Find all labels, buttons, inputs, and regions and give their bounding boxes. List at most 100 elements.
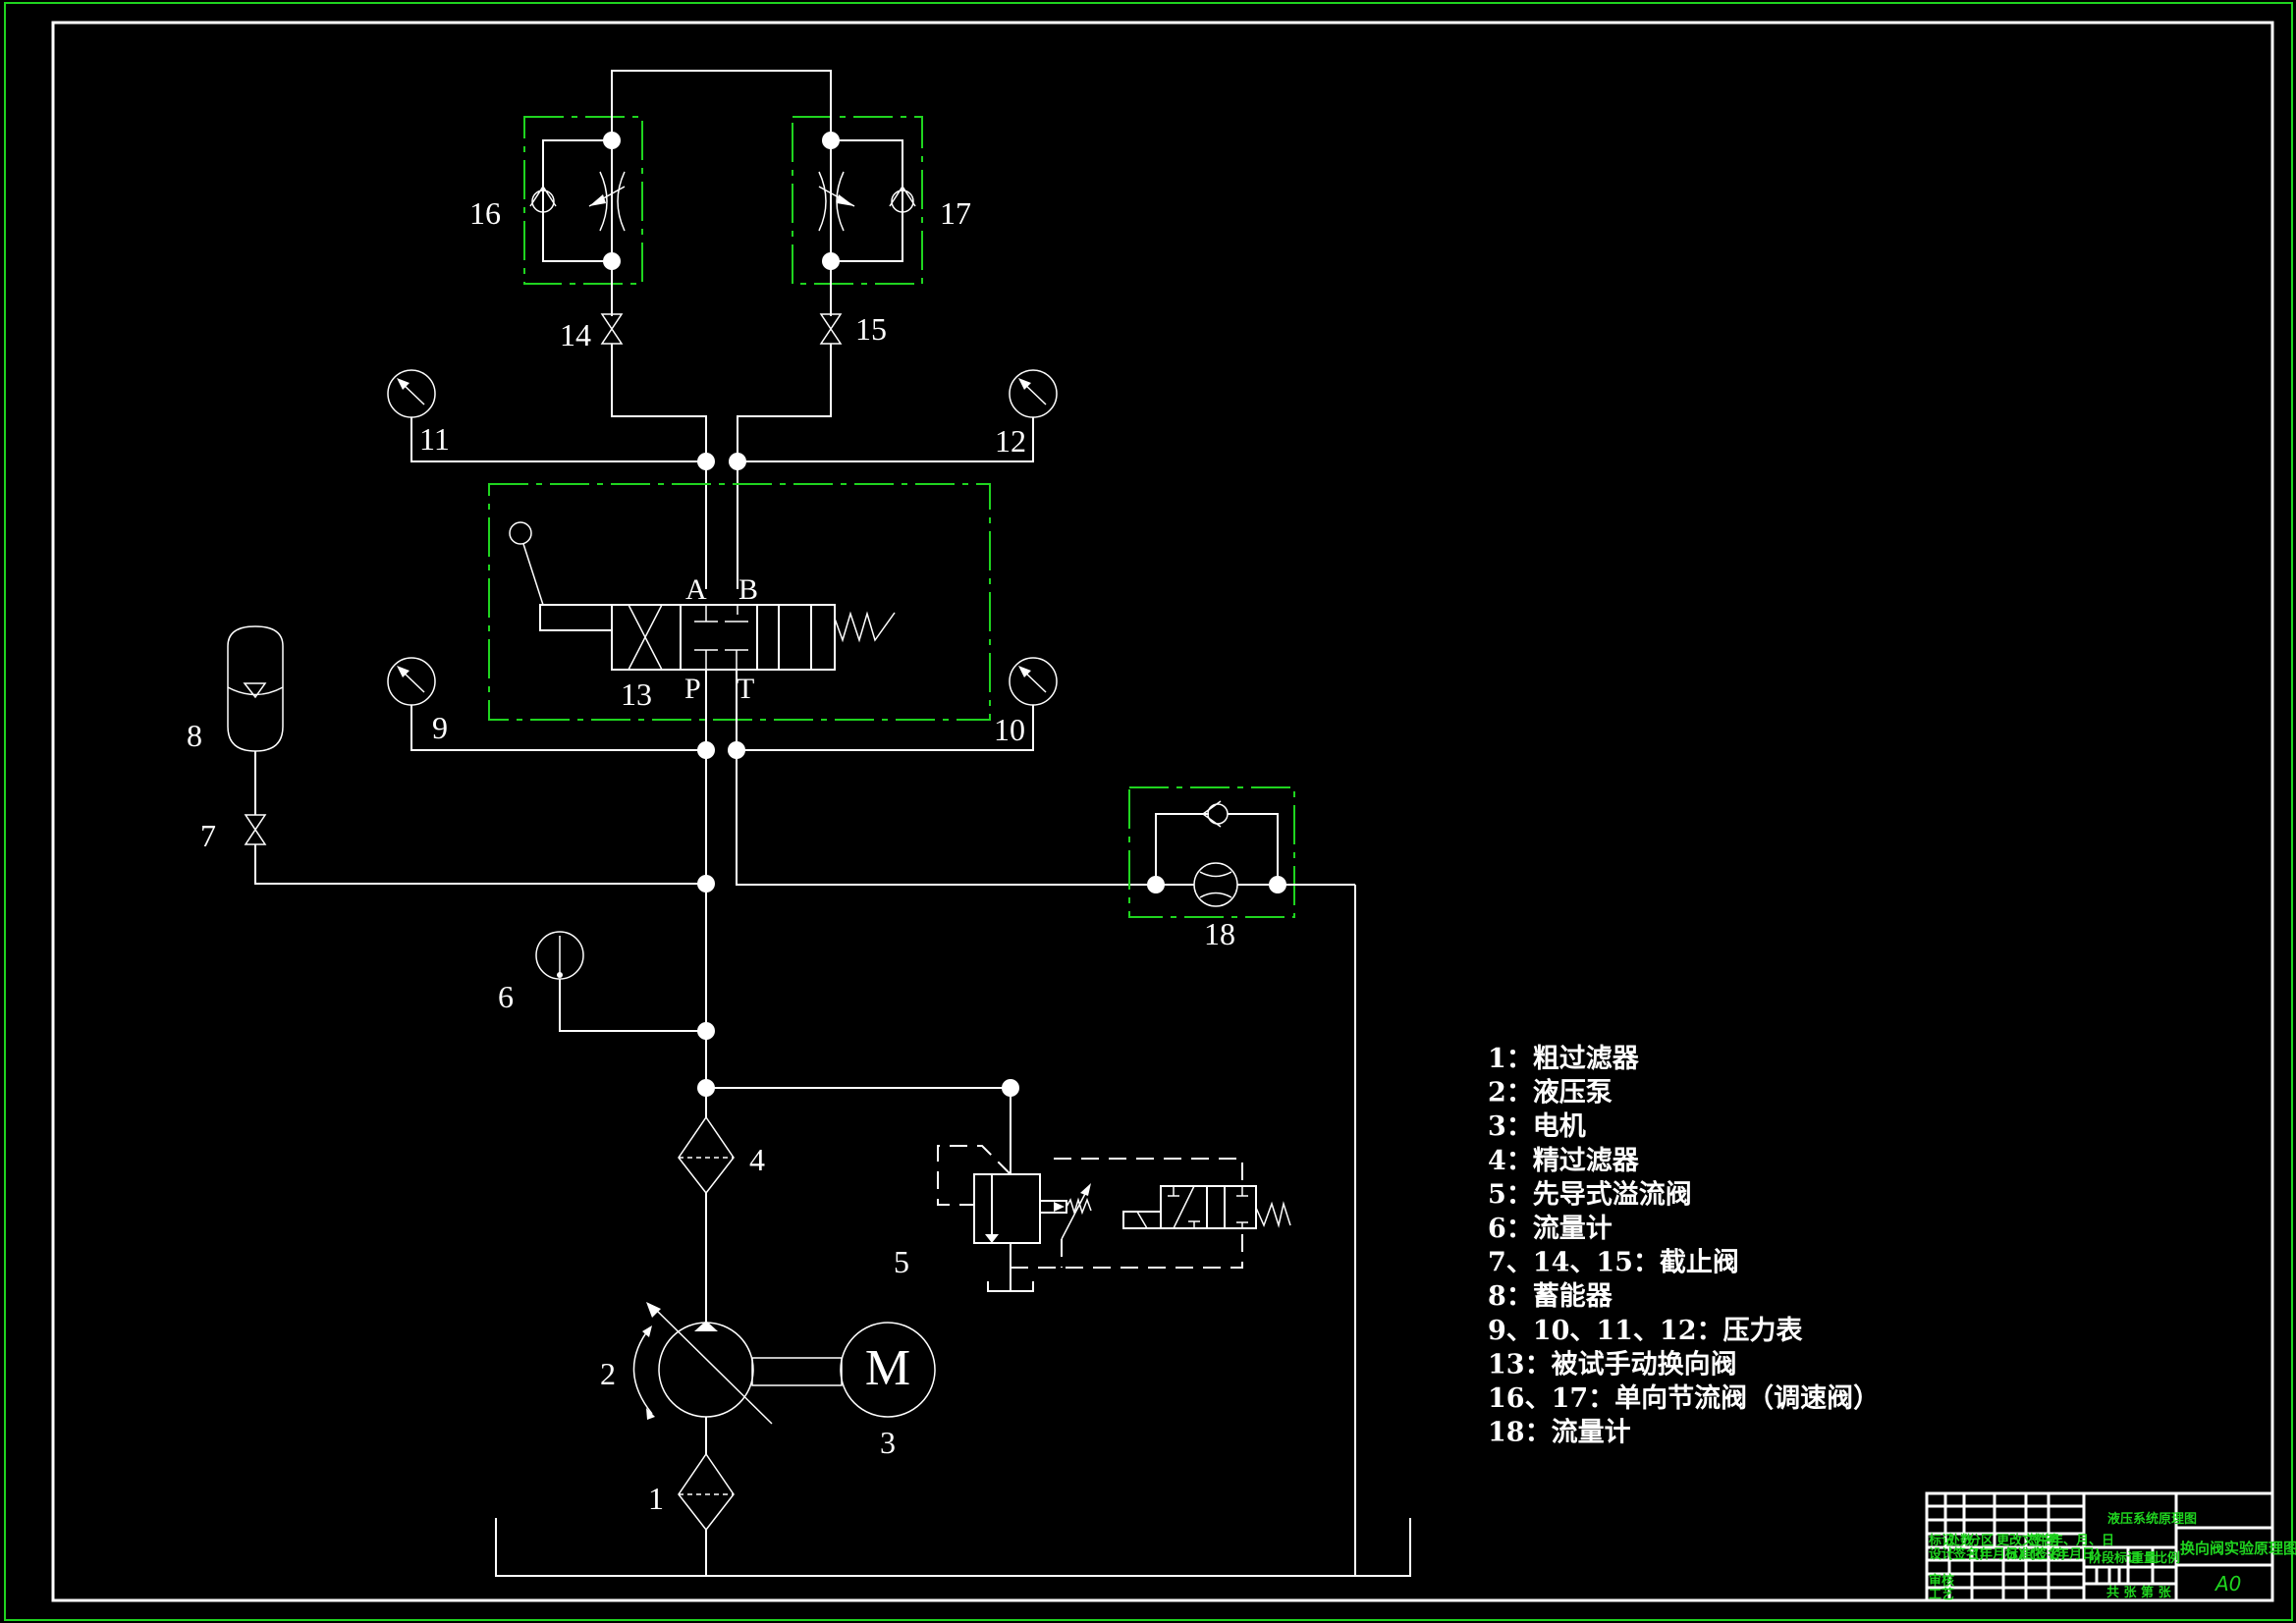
motor-symbol: M [865,1340,910,1396]
tb-stage-mark: 阶段标记 [2089,1550,2140,1566]
junction-dot [1002,1079,1019,1097]
group-box-13 [488,483,991,721]
tb-sheets: 共 张 第 张 [2106,1585,2172,1600]
outer-frame [4,2,2293,1621]
junction-dot [728,741,745,759]
port-a: A [685,573,707,606]
tb-weight: 重量 [2131,1550,2157,1566]
label-18: 18 [1204,916,1235,951]
legend-item: 3：电机 [1488,1111,1586,1142]
legend-item: 7、14、15：截止阀 [1488,1248,1739,1278]
tb-standard-date: (年月日) [2050,1546,2101,1562]
pressure-gauge-11 [387,369,706,462]
junction-dot [822,132,840,149]
junction-dot [1147,876,1165,893]
manual-directional-valve-13 [488,483,991,721]
inner-frame [51,21,2274,1602]
flow-meter-18 [1128,786,1355,918]
tb-process: 工艺 [1929,1587,1954,1602]
tb-design-sign: (签名) [1947,1546,1985,1562]
label-16: 16 [469,195,501,231]
title-block: 标记 处数 分区 更改文件号 签名 年、月、日 设计 (签名) (年月日) 标准… [1915,1491,2296,1602]
junction-dot [1269,876,1286,893]
legend-item: 13：被试手动换向阀 [1488,1348,1737,1380]
check-valve-icon [889,185,916,213]
label-9: 9 [432,710,448,745]
tb-standard: 标准化 [2004,1546,2044,1562]
junction-dot [697,741,715,759]
junction-dot [697,1022,715,1040]
tb-header-sign: 签名 [2028,1533,2054,1548]
shutoff-valve-14 [600,313,624,345]
port-b: B [738,573,758,606]
shutoff-valve-7 [244,814,267,845]
legend-item: 1：粗过滤器 [1488,1044,1640,1074]
lever-knob-icon [509,521,532,545]
accumulator-8 [227,625,284,752]
tb-scale: 比例 [2155,1550,2180,1566]
label-12: 12 [995,423,1026,459]
group-box-17 [792,116,923,285]
junction-dot [729,453,746,470]
pressure-gauge-12 [738,369,1058,462]
group-box-18 [1128,786,1295,918]
tb-review: 审核 [1929,1573,1954,1589]
accumulator-pipe [254,844,706,885]
shutoff-valve-15 [819,313,843,345]
label-4: 4 [749,1142,765,1177]
label-6: 6 [498,979,514,1014]
tb-design: 设计 [1929,1546,1954,1562]
tb-header-zone: 分区 [1968,1533,1994,1548]
junction-dot [697,875,715,893]
legend-item: 2：液压泵 [1488,1078,1613,1109]
legend-item: 16、17：单向节流阀（调速阀） [1488,1382,1880,1414]
oil-tank [495,1518,1411,1577]
legend-item: 8：蓄能器 [1488,1280,1613,1312]
tb-header-mark: 标记 [1928,1533,1954,1548]
spring-icon [834,611,896,643]
tb-drawing-name: 换向阀实验原理图 [2180,1540,2296,1557]
label-5: 5 [894,1244,909,1279]
spring-icon [1255,1201,1291,1228]
group-box-16 [523,116,643,285]
pressure-gauge-10 [737,657,1058,751]
return-line [736,670,1149,886]
label-3: 3 [880,1425,896,1460]
label-14: 14 [560,317,591,352]
junction-dot [603,252,621,270]
top-loop-pipe [611,70,832,91]
tb-header-count: 处数 [1946,1533,1974,1548]
label-15: 15 [855,311,887,347]
legend-item: 6：流量计 [1488,1214,1613,1244]
check-valve-icon [1201,800,1229,828]
label-7: 7 [200,818,216,853]
one-way-throttle-valve-17 [792,91,923,316]
legend-item: 9、10、11、12：压力表 [1488,1316,1803,1346]
label-8: 8 [187,718,202,753]
tb-system-name: 液压系统原理图 [2107,1511,2197,1527]
motor-3: M [840,1322,936,1418]
junction-dot [697,1079,715,1097]
label-13: 13 [621,676,652,712]
variable-pump-2 [632,1302,773,1425]
tb-standard-sign: (签名) [2029,1546,2066,1562]
coarse-filter-1 [678,1452,735,1532]
variable-throttle-icon [588,171,626,232]
pipe-a [611,344,707,589]
legend-item: 5：先导式溢流阀 [1488,1179,1692,1210]
tb-header-change: 更改文件号 [1996,1533,2060,1548]
tb-design-date: (年月日) [1974,1546,2024,1562]
one-way-throttle-valve-16 [523,91,643,316]
label-10: 10 [994,712,1025,747]
junction-dot [603,132,621,149]
legend-item: 18：流量计 [1488,1418,1631,1448]
fine-filter-4 [678,1115,735,1195]
label-1: 1 [648,1481,664,1516]
label-2: 2 [600,1356,616,1391]
tb-code: A0 [2214,1572,2241,1596]
variable-throttle-icon [818,171,855,232]
check-valve-icon [529,185,557,213]
tb-header-date: 年、月、日 [2050,1533,2114,1548]
flowmeter-icon [1193,862,1238,907]
